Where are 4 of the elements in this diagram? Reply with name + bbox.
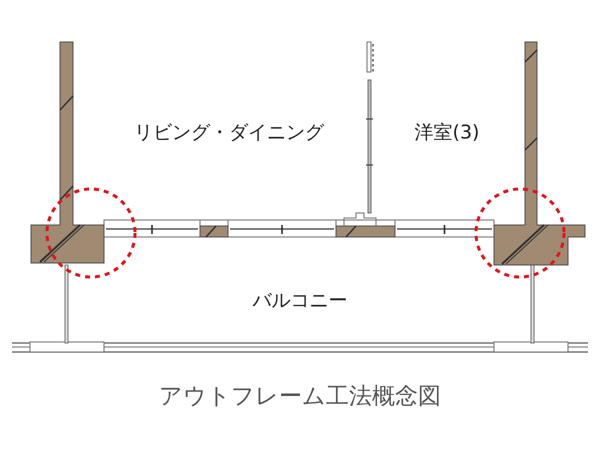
room-label: バルコニー bbox=[252, 292, 348, 310]
room-label: 洋室(3) bbox=[414, 124, 480, 142]
caption: アウトフレーム工法概念図 bbox=[159, 386, 441, 408]
room-label: リビング・ダイニング bbox=[134, 124, 324, 142]
